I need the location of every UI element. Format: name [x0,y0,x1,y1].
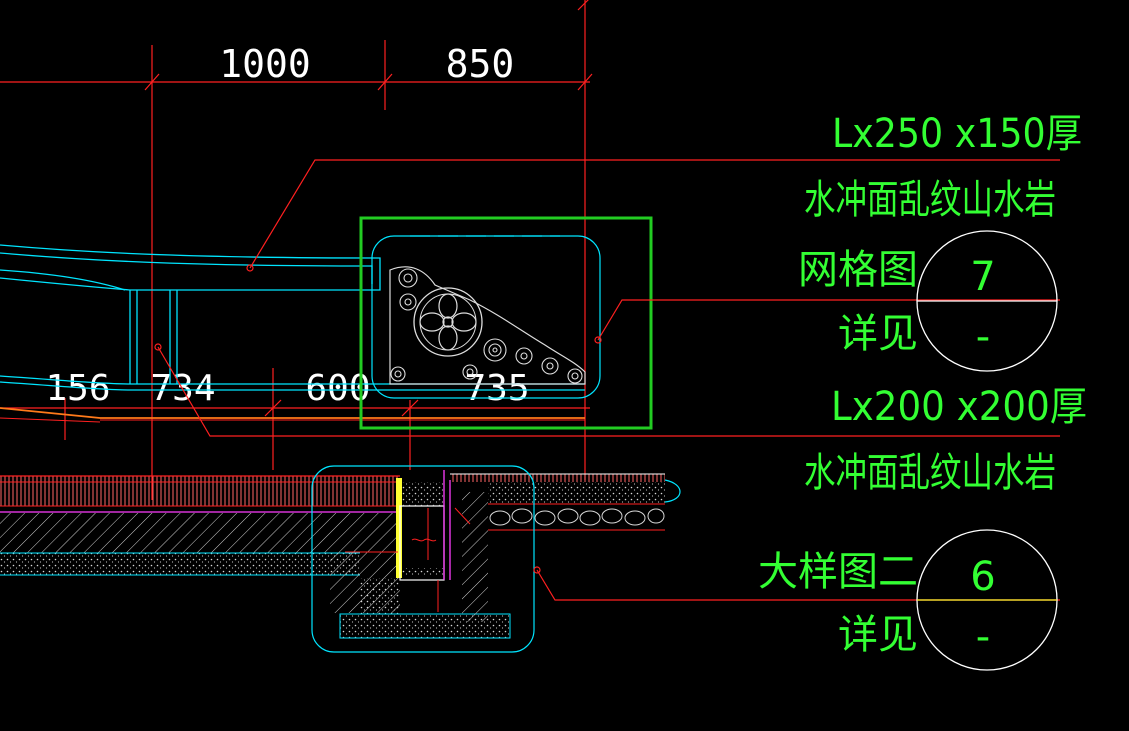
orange-base-line [0,407,585,419]
detail-ref-2-see: 详见 [838,612,918,658]
drain-channel [311,465,535,653]
detail-ref-2-title: 大样图二 [758,549,918,595]
mid-dimension-chain [0,368,590,470]
paving-layers [0,475,511,639]
dimension-735: 735 [464,368,529,409]
leader-dots [154,264,602,574]
detail-ref-2-number: 6 [970,554,995,600]
callout-1-material: 水冲面乱纹山水岩 [804,177,1056,223]
top-dimension-chain [0,0,593,500]
dimension-850: 850 [446,42,515,86]
callout-1-spec: Lx250 x150厚 [832,111,1082,157]
detail-ref-1[interactable]: 网格图 详见 7 - [798,230,1058,372]
ornament-panel [371,235,601,399]
detail-ref-1-number: 7 [970,254,995,300]
callout-2-material: 水冲面乱纹山水岩 [804,450,1056,496]
selection-highlight-box[interactable] [359,216,653,430]
dimension-734: 734 [150,368,215,409]
leader-lines [157,159,1060,601]
detail-ref-1-see: 详见 [838,311,918,357]
stone-slab-outline [0,244,585,391]
dimension-1000: 1000 [219,42,311,86]
paving-right [450,473,681,622]
detail-ref-1-title: 网格图 [798,247,918,293]
detail-ref-2[interactable]: 大样图二 详见 6 - [758,529,1058,671]
callout-2-spec: Lx200 x200厚 [831,384,1087,430]
red-base-lines [0,417,585,423]
detail-ref-1-sheet: - [976,314,990,360]
detail-ref-2-sheet: - [976,614,990,660]
